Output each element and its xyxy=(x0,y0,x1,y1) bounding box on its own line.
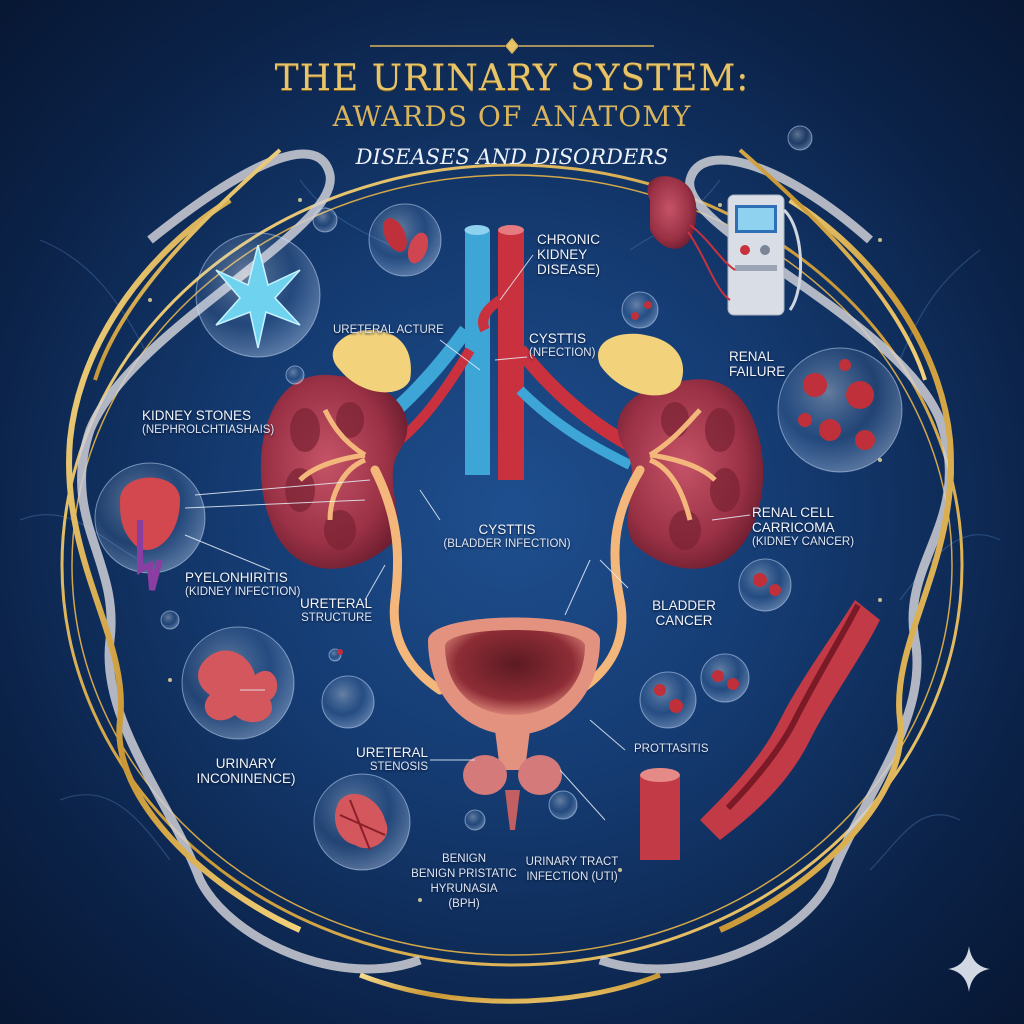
label-line: BLADDER xyxy=(652,598,716,613)
label-urinary-incontinence: URINARY INCONINENCE) xyxy=(186,756,306,786)
label-uti: URINARY TRACT INFECTION (UTI) xyxy=(512,855,632,885)
label-ureteral-structure: URETERAL STRUCTURE xyxy=(280,596,372,626)
page-title: THE URINARY SYSTEM: xyxy=(274,58,750,99)
label-line: STENOSIS xyxy=(369,761,428,773)
label-line: CARRICOMA xyxy=(752,520,835,535)
right-kidney xyxy=(598,333,764,569)
label-renal-cell-carcinoma: RENAL CELL CARRICOMA (KIDNEY CANCER) xyxy=(752,505,854,550)
label-line: HYRUNASIA xyxy=(430,883,498,895)
label-line: KIDNEY xyxy=(537,247,588,262)
label-line: (NEPHROLCHTIASHAIS) xyxy=(142,424,275,436)
label-ureteral-fracture: URETERAL ACTURE xyxy=(333,324,444,336)
label-line: (NFECTION) xyxy=(529,347,596,359)
label-line: URETERAL xyxy=(355,745,428,760)
label-line: RENAL xyxy=(729,349,775,364)
label-line: FAILURE xyxy=(729,364,786,379)
small-bubbles xyxy=(160,125,813,831)
bladder xyxy=(428,617,600,830)
label-ureteral-stenosis: URETERAL STENOSIS xyxy=(330,745,428,775)
label-line: BENIGN xyxy=(441,853,487,865)
bph-bubble xyxy=(313,773,411,871)
label-line: CYSTTIS xyxy=(478,522,536,537)
background-vessels xyxy=(19,179,1001,871)
blood-cells-small xyxy=(337,301,781,713)
label-cystitis-bladder-infection: CYSTTIS (BLADDER INFECTION) xyxy=(432,522,582,552)
page-subtitle: AWARDS OF ANATOMY xyxy=(332,100,692,133)
label-line: DISEASE) xyxy=(537,262,601,277)
section-heading: DISEASES AND DISORDERS xyxy=(355,145,669,169)
renal-failure-bubble xyxy=(777,347,903,473)
label-line: (KIDNEY CANCER) xyxy=(752,536,855,548)
label-prostatitis: PROTTASITIS xyxy=(634,743,709,755)
pyelonephritis-bubble xyxy=(94,462,206,591)
label-line: (KIDNEY INFECTION) xyxy=(185,586,301,598)
label-line: KIDNEY STONES xyxy=(142,408,252,423)
kidney-stone-bubble xyxy=(195,232,321,358)
label-bladder-cancer: BLADDER CANCER xyxy=(634,598,734,628)
label-renal-failure: RENAL FAILURE xyxy=(729,349,785,379)
label-line: BENIGN PRISTATIC xyxy=(411,868,517,880)
kidney-stone-crystal-icon xyxy=(215,244,301,349)
label-pyelonephritis: PYELONHIRITIS (KIDNEY INFECTION) xyxy=(185,570,300,600)
dialysis-machine-icon xyxy=(647,176,803,316)
label-line: CHRONIC xyxy=(537,232,600,247)
urinary-incontinence-bubble xyxy=(181,626,295,740)
label-line: (BLADDER INFECTION) xyxy=(443,538,571,550)
label-line: RENAL CELL xyxy=(752,505,835,520)
label-line: CANCER xyxy=(655,613,713,628)
label-line: CYSTTIS xyxy=(529,331,587,346)
left-kidney xyxy=(260,330,411,569)
title-ornament xyxy=(370,37,654,55)
rbc-bubble-top xyxy=(368,203,442,277)
label-bph: BENIGN BENIGN PRISTATIC HYRUNASIA (BPH) xyxy=(404,852,524,912)
ribbon-frame xyxy=(60,148,964,1004)
ureters xyxy=(370,465,645,695)
label-line: URINARY xyxy=(215,756,277,771)
label-line: (BPH) xyxy=(448,898,480,910)
label-kidney-stones: KIDNEY STONES (NEPHROLCHTIASHAIS) xyxy=(142,408,274,438)
label-cystitis-infection: CYSTTIS (NFECTION) xyxy=(529,331,595,361)
blood-vessel-icon xyxy=(640,600,880,860)
label-line: PYELONHIRITIS xyxy=(185,570,288,585)
label-line: STRUCTURE xyxy=(301,612,372,624)
label-line: URINARY TRACT xyxy=(525,856,619,868)
sparkle-icon xyxy=(948,946,990,992)
label-line: INFECTION (UTI) xyxy=(526,871,618,883)
label-chronic-kidney-disease: CHRONIC KIDNEY DISEASE) xyxy=(537,232,600,277)
label-line: INCONINENCE) xyxy=(196,771,296,786)
leader-lines xyxy=(184,254,751,821)
label-line: URETERAL xyxy=(299,596,372,611)
background-dots xyxy=(148,198,882,902)
